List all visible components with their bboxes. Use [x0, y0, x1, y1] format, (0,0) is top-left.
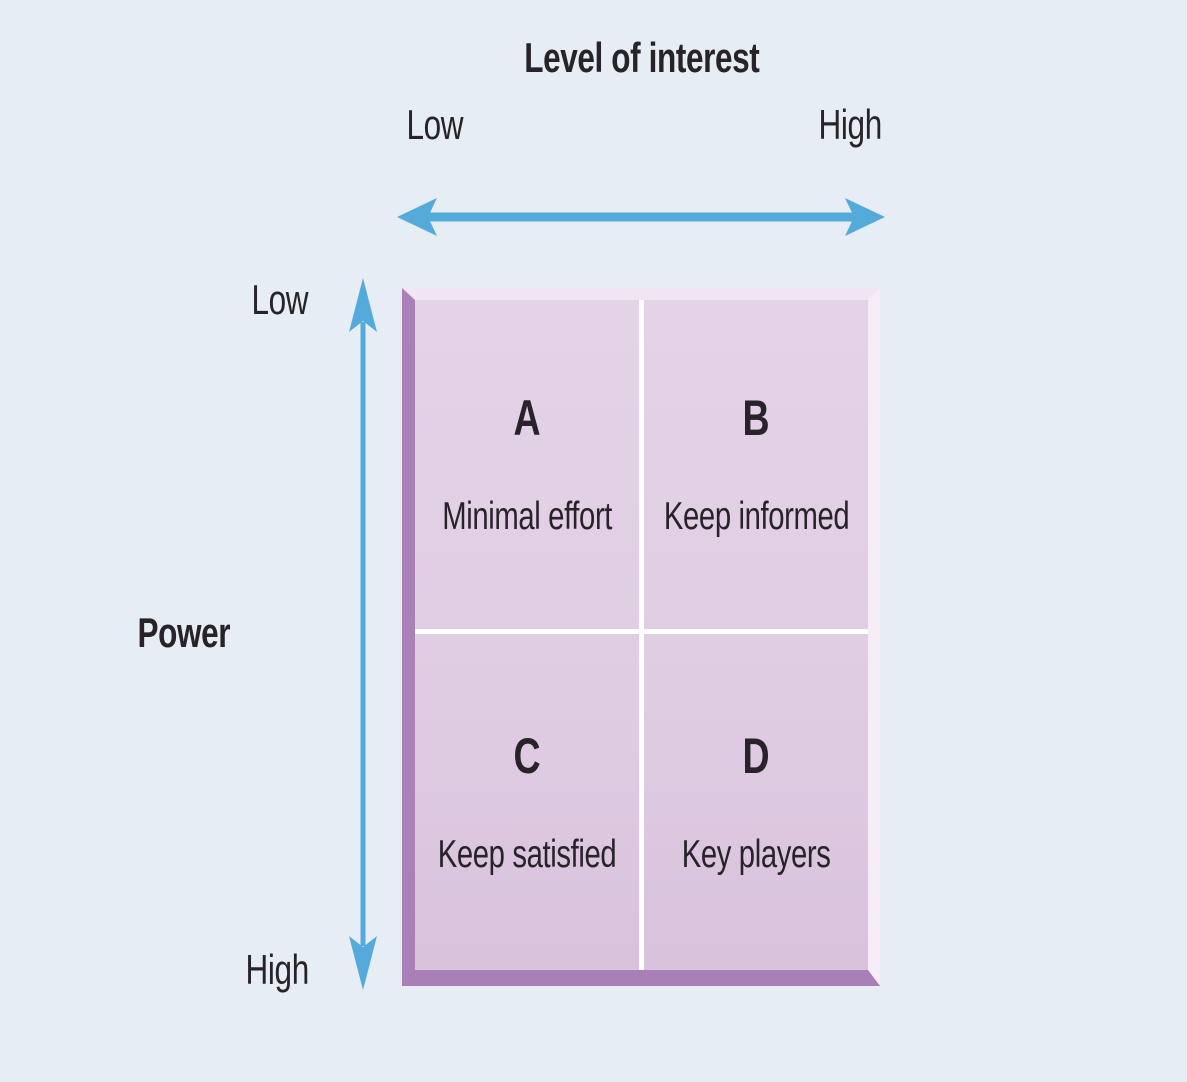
interest-axis-title: Level of interest: [402, 36, 882, 80]
matrix-horizontal-divider: [415, 629, 868, 634]
quadrant-a-label: Minimal effort: [441, 495, 612, 538]
interest-low-label: Low: [406, 101, 464, 148]
interest-axis-arrow: [397, 198, 885, 236]
matrix-grid: A Minimal effort B Keep informed C: [415, 300, 868, 970]
quadrant-d: D Key players: [645, 634, 869, 970]
quadrant-d-letter: D: [742, 727, 770, 784]
power-axis-title-text: Power: [137, 609, 231, 656]
quadrant-b: B Keep informed: [645, 300, 869, 629]
quadrant-c-label: Keep satisfied: [437, 832, 617, 876]
power-axis-title: Power: [109, 611, 259, 655]
quadrant-b-letter: B: [742, 390, 770, 446]
power-low-label: Low: [251, 276, 309, 323]
quadrant-b-label: Keep informed: [663, 495, 850, 538]
power-axis-arrow: [349, 278, 377, 990]
quadrant-c: C Keep satisfied: [415, 634, 639, 970]
power-interest-matrix: A Minimal effort B Keep informed C: [402, 288, 880, 986]
interest-high-label: High: [818, 101, 882, 148]
interest-axis-title-text: Level of interest: [524, 34, 760, 81]
quadrant-d-label: Key players: [681, 832, 831, 876]
power-high-label: High: [245, 946, 309, 993]
matrix-vertical-divider: [639, 300, 644, 970]
quadrant-a: A Minimal effort: [415, 300, 639, 629]
quadrant-c-letter: C: [513, 727, 541, 784]
quadrant-a-letter: A: [513, 390, 541, 446]
